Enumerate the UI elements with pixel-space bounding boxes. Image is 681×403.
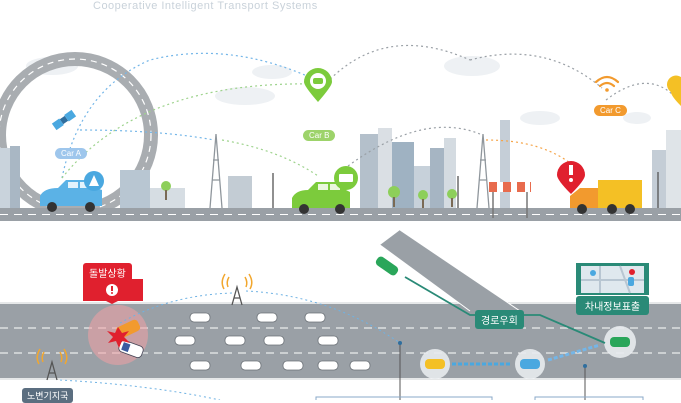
detour-label: 경로우회: [475, 310, 524, 329]
car-b-label: Car B: [303, 130, 336, 141]
alert-icon: [106, 284, 118, 304]
detouring-car: [375, 256, 399, 276]
in-vehicle-info-label: 차내정보표출: [576, 296, 649, 315]
diagram-subtitle: Cooperative Intelligent Transport System…: [93, 0, 318, 12]
cooperative-vehicle-scene: [0, 44, 681, 221]
roadside-station-label: 노변기지국: [22, 388, 74, 403]
signal-paths: [59, 290, 401, 400]
v2v-link: [547, 343, 601, 362]
car-c-truck: [570, 180, 642, 214]
connected-car-blue: [515, 349, 545, 379]
yellow-pin-icon: [667, 75, 681, 106]
incident-label: 돌발상황: [83, 263, 132, 282]
antenna-icon: [221, 273, 253, 306]
signal-towers: [209, 133, 490, 209]
car-b-pin-icon: [304, 68, 332, 102]
info-box-right: [534, 396, 644, 400]
highway-scenario-scene: [0, 229, 681, 400]
car-c-label: Car C: [594, 105, 627, 116]
car-b: [292, 166, 358, 214]
connected-car-yellow: [420, 349, 450, 379]
roadside-antenna-icon: [36, 348, 68, 381]
traffic-queue: [174, 312, 371, 371]
right-city: [652, 130, 681, 208]
crash-burst-icon: [107, 327, 130, 348]
car-a: [40, 171, 104, 212]
communication-arcs: [61, 44, 673, 179]
trees: [161, 181, 457, 208]
center-city: [228, 120, 510, 208]
street-lamps: [272, 172, 659, 208]
left-city: [0, 146, 185, 208]
info-box-left: [315, 396, 493, 400]
car-a-label: Car A: [55, 148, 88, 159]
exit-ramp: [379, 229, 521, 312]
warning-pin-icon: [557, 161, 585, 194]
connected-car-green: [604, 326, 636, 358]
wifi-icon: [594, 75, 620, 92]
satellite-icon: [51, 109, 77, 131]
road-barrier-icon: [489, 182, 531, 218]
in-vehicle-display-icon: [576, 263, 649, 295]
